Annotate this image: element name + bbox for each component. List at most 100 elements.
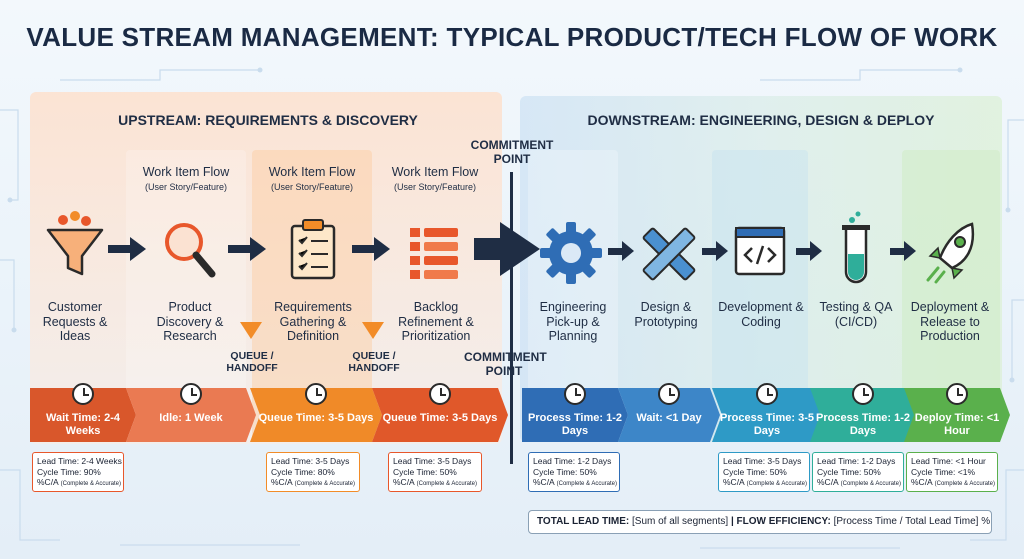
big-arrow-icon [474, 222, 540, 276]
cycle-time: Cycle Time: <1% [911, 466, 976, 477]
stage-icons-row [46, 211, 975, 284]
clock-icon [946, 383, 968, 405]
arrow-icon [796, 241, 822, 261]
upstream-panel [30, 92, 502, 444]
clock-icon [756, 383, 778, 405]
timeline-label: Queue Time: 3-5 Days [382, 412, 498, 424]
queue-marker-icon [240, 322, 262, 339]
clock-icon [305, 383, 327, 405]
timeline-segment: Wait Time: 2-4 Weeks [30, 383, 136, 442]
clock-icon [72, 383, 94, 405]
complete-accurate: %C/A (Complete & Accurate) [37, 477, 121, 487]
downstream-title: DOWNSTREAM: ENGINEERING, DESIGN & DEPLOY [587, 112, 935, 128]
timeline-segment: Process Time: 1-2 Days [522, 383, 628, 442]
queue-marker-icon [362, 322, 384, 339]
cycle-time: Cycle Time: 50% [393, 466, 457, 477]
code-window-icon [734, 226, 786, 276]
stage-label: Testing & QA (CI/CD) [819, 300, 893, 329]
stage-label: Design & Prototyping [634, 300, 698, 329]
work-item-flow-label: Work Item Flow(User Story/Feature) [268, 165, 356, 192]
stage-label: Backlog Refinement & Prioritization [398, 300, 474, 343]
timeline-label: Deploy Time: <1 Hour [914, 412, 1000, 437]
lead-time: Lead Time: <1 Hour [911, 456, 986, 466]
timeline-segment: Deploy Time: <1 Hour [904, 383, 1010, 442]
stage-label: Customer Requests & Ideas [42, 300, 108, 343]
timeline-segment: Idle: 1 Week [126, 383, 256, 442]
commitment-point-label-lower: COMMITMENT POINT [464, 350, 547, 378]
stage-label: Deployment & Release to Production [910, 300, 990, 343]
arrow-icon [608, 241, 634, 261]
timeline-label: Wait: <1 Day [636, 412, 702, 424]
ruler-pencil-icon [642, 227, 696, 281]
timeline-label: Process Time: 1-2 Days [816, 412, 910, 437]
stage-label: Requirements Gathering & Definition [274, 300, 352, 343]
stage-label: Engineering Pick-up & Planning [539, 300, 607, 343]
page-title: VALUE STREAM MANAGEMENT: TYPICAL PRODUCT… [26, 22, 998, 52]
timeline-segment: Process Time: 1-2 Days [810, 383, 916, 442]
lead-time: Lead Time: 3-5 Days [271, 456, 350, 466]
lead-time: Lead Time: 2-4 Weeks [37, 456, 122, 466]
summary-separator: | [730, 516, 734, 527]
timeline-segment: Queue Time: 3-5 Days [372, 383, 508, 442]
timeline-segment: Process Time: 3-5 Days [712, 383, 822, 442]
rocket-icon [926, 222, 975, 284]
timeline-label: Queue Time: 3-5 Days [258, 412, 374, 424]
complete-accurate: %C/A (Complete & Accurate) [393, 477, 477, 487]
flow-efficiency-value: [Process Time / Total Lead Time] % [833, 516, 991, 527]
funnel-icon [46, 211, 104, 276]
stage-label: Product Discovery & Research [156, 300, 224, 343]
upstream-title: UPSTREAM: REQUIREMENTS & DISCOVERY [118, 112, 418, 128]
complete-accurate: %C/A (Complete & Accurate) [817, 477, 901, 487]
clock-icon [429, 383, 451, 405]
total-lead-time-label: TOTAL LEAD TIME: [537, 516, 630, 527]
clock-icon [852, 383, 874, 405]
arrow-icon [228, 237, 266, 261]
backlog-list-icon [410, 228, 458, 279]
complete-accurate: %C/A (Complete & Accurate) [911, 477, 995, 487]
work-item-flow-label: Work Item Flow(User Story/Feature) [391, 165, 479, 192]
summary-box: TOTAL LEAD TIME: [Sum of all segments] |… [528, 510, 992, 534]
arrow-icon [108, 237, 146, 261]
timeline-segment: Wait: <1 Day [618, 383, 720, 442]
arrow-icon [890, 241, 916, 261]
stage-label: Development & Coding [718, 300, 804, 329]
complete-accurate: %C/A (Complete & Accurate) [271, 477, 355, 487]
commitment-point-label: COMMITMENT POINT [470, 138, 554, 166]
timeline-label: Process Time: 3-5 Days [720, 412, 814, 437]
flow-efficiency-label: FLOW EFFICIENCY: [736, 516, 831, 527]
magnifier-icon [165, 223, 216, 278]
total-lead-time-value: [Sum of all segments] [632, 516, 729, 527]
cycle-time: Cycle Time: 50% [533, 466, 597, 477]
gear-icon [540, 222, 602, 284]
complete-accurate: %C/A (Complete & Accurate) [533, 477, 617, 487]
queue-handoff-label: QUEUE / HANDOFF [226, 350, 278, 374]
clock-icon [564, 383, 586, 405]
cycle-time: Cycle Time: 50% [723, 466, 787, 477]
arrow-icon [352, 237, 390, 261]
lead-time: Lead Time: 3-5 Days [393, 456, 472, 466]
timeline-label: Idle: 1 Week [159, 412, 223, 424]
cycle-time: Cycle Time: 80% [271, 466, 335, 477]
timeline-segment: Queue Time: 3-5 Days [250, 383, 382, 442]
arrow-icon [702, 241, 728, 261]
lead-time: Lead Time: 1-2 Days [817, 456, 896, 466]
commitment-divider [510, 172, 513, 464]
clock-icon [658, 383, 680, 405]
timeline-label: Wait Time: 2-4 Weeks [46, 412, 120, 437]
cycle-time: Cycle Time: 50% [817, 466, 881, 477]
clipboard-icon [290, 219, 336, 280]
timeline-label: Process Time: 1-2 Days [528, 412, 622, 437]
test-tube-icon [842, 211, 870, 284]
work-item-flow-label: Work Item Flow(User Story/Feature) [142, 165, 230, 192]
cycle-time: Cycle Time: 90% [37, 466, 101, 477]
clock-icon [180, 383, 202, 405]
lead-time: Lead Time: 3-5 Days [723, 456, 802, 466]
